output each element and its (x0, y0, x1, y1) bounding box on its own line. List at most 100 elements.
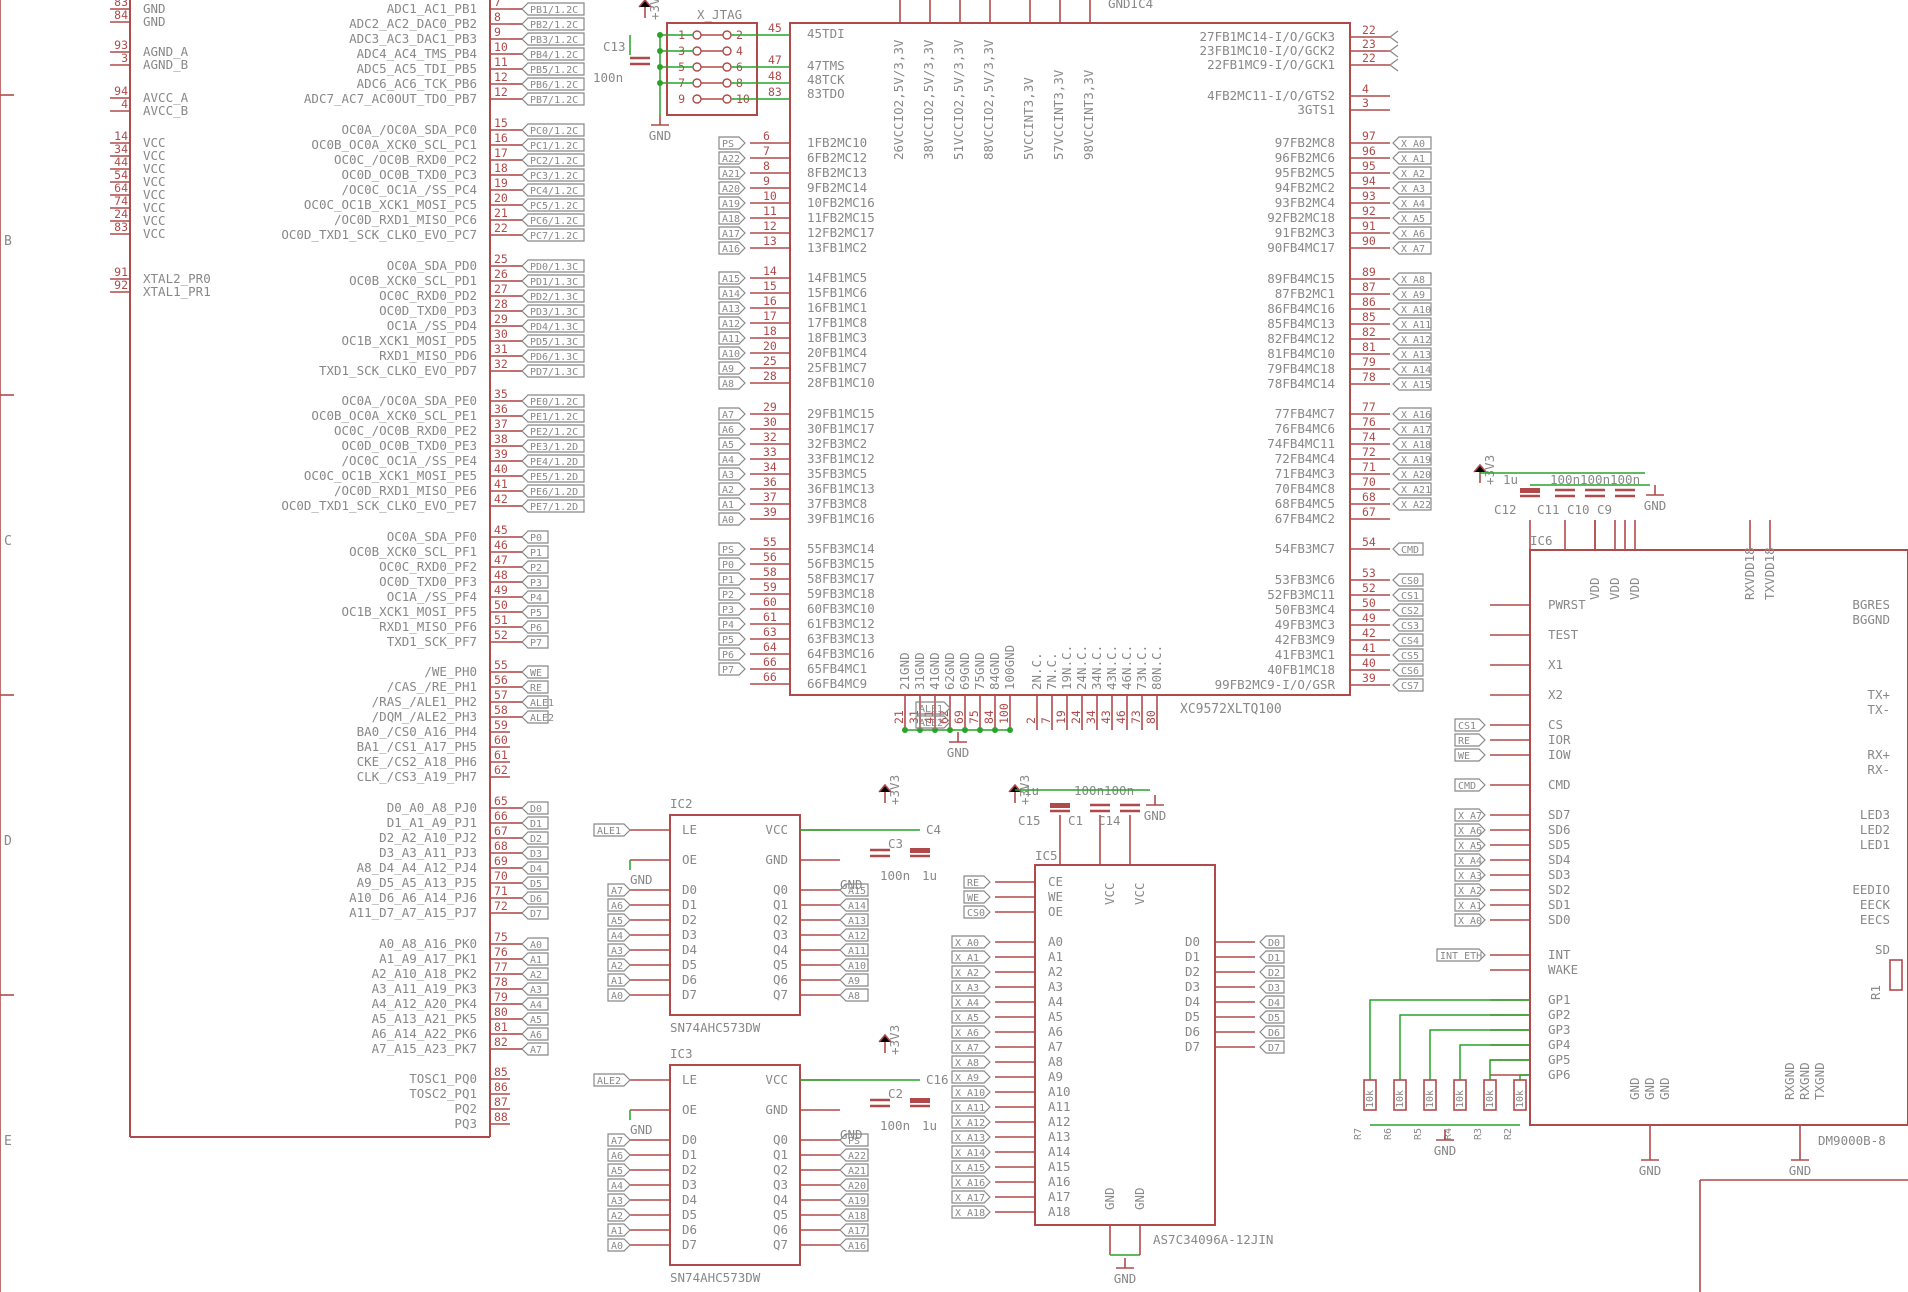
cpld-right-pin-num: 77 (1362, 400, 1376, 414)
sram-addr-net-text: X_A1 (955, 953, 979, 964)
mcu-net-PJ (521, 876, 549, 890)
latch-q-net (839, 943, 869, 957)
mcu-net-PH-text: ALE2 (530, 713, 554, 724)
sram-addr-net (951, 965, 991, 979)
mcu-pin-num: 59 (494, 718, 508, 732)
latch-d-net-text: A1 (611, 1226, 623, 1237)
cpld-left-pin-name: 25FB1MC7 (807, 360, 867, 375)
latch-q-net-text: PS (848, 1136, 860, 1147)
cpld-left-pin-num: 13 (763, 234, 777, 248)
eth-left-net-text: X_A5 (1458, 841, 1482, 852)
mcu-pin-name: ADC7_AC7_AC0OUT_TDO_PB7 (304, 91, 477, 106)
latch-q-net-text: A15 (848, 886, 866, 897)
eth-left-pin-name: GP3 (1548, 1022, 1571, 1037)
mcu-net-PE-text: PE5/1.2D (530, 472, 578, 483)
cpld-left-pin-name: 58FB3MC17 (807, 571, 875, 586)
eth-left-net-text: X_A6 (1458, 826, 1482, 837)
eth-bottom-pin: TXGND (1812, 1062, 1827, 1100)
cpld-left-net-text: P0 (722, 560, 734, 571)
latch-d-net (607, 1148, 631, 1162)
junction-dot (657, 80, 663, 86)
cpld-left-net (718, 422, 746, 436)
row-marker-3: E (4, 1134, 12, 1149)
row-marker-0: B (4, 234, 12, 249)
eth-right-pin-name: BGGND (1852, 612, 1890, 627)
cpld-right-pin-num: 91 (1362, 219, 1376, 233)
mcu-pin-name: /OC0D_RXD1_MISO_PE6 (334, 483, 477, 498)
cpld-left-net-text: P5 (722, 635, 734, 646)
cpld-left-pin-num: 7 (763, 144, 770, 158)
mcu-pwr-pin-num: 83 (114, 220, 128, 234)
mcu-pin-num: 40 (494, 462, 508, 476)
mcu-pin-num: 35 (494, 387, 508, 401)
cpld-right-pin-num: 95 (1362, 159, 1376, 173)
cpld-left-pin-num: 37 (763, 490, 777, 504)
jtag-pin-even (722, 94, 732, 104)
cpld-left-net (718, 497, 746, 511)
cpld-right-pin-name: 79FB4MC18 (1267, 361, 1335, 376)
eth-left-net-text: X_A7 (1458, 811, 1482, 822)
mcu-net-PK (521, 1042, 549, 1056)
sram-addr-name: A13 (1048, 1129, 1071, 1144)
latch-d-net-text: A5 (611, 916, 623, 927)
cpld-right-pin-num: 54 (1362, 535, 1376, 549)
mcu-pwr-pin-num: 34 (114, 142, 128, 156)
cpld-left-pin-name: 56FB3MC15 (807, 556, 875, 571)
cpld-left-pin-name: 64FB3MC16 (807, 646, 875, 661)
latch-left-pin-name: LE (682, 822, 697, 837)
eth-res-name: R4 (1443, 1128, 1454, 1140)
mcu-pin-num: 29 (494, 312, 508, 326)
cpld-left-net-text: PS (722, 139, 734, 150)
sram-addr-name: A2 (1048, 964, 1063, 979)
mcu-pin-name: OC0C_OC1B_XCK1_MOSI_PC5 (304, 197, 477, 212)
dec-mid-gnd-text: GND (1144, 808, 1167, 823)
cpld-right-pin-num: 96 (1362, 144, 1376, 158)
sram-ctrl-net-text: WE (967, 893, 979, 904)
cpld-right-pin-num: 82 (1362, 325, 1376, 339)
eth-left-pin-name: GP4 (1548, 1037, 1571, 1052)
sram-addr-net (951, 1145, 991, 1159)
sram-addr-net (951, 995, 991, 1009)
mcu-net-PF (521, 530, 549, 544)
cpld-left-net (718, 151, 746, 165)
sram-addr-net (951, 935, 991, 949)
mcu-pin-num: 17 (494, 146, 508, 160)
cpld-right-pin-num: 97 (1362, 129, 1376, 143)
mcu-pin-num: 25 (494, 252, 508, 266)
sram-addr-net (951, 1160, 991, 1174)
cpld-left-pin-num: 59 (763, 580, 777, 594)
latch-q-net (839, 1208, 869, 1222)
mcu-net-PE-text: PE7/1.2D (530, 502, 578, 513)
mcu-pin-num: 76 (494, 945, 508, 959)
latch-right-pin-name: Q0 (773, 1132, 788, 1147)
cpld-ale1-text: ALE1 (919, 704, 943, 715)
cpld-right-pin-num: 79 (1362, 355, 1376, 369)
mcu-pin-name: OC0D_TXD1_SCK_CLKO_EVO_PE7 (281, 498, 477, 513)
dec-top-cap-name: C9 (1597, 502, 1612, 517)
sram-addr-net (951, 1040, 991, 1054)
cpld-gnd-pin-name: 31GND (912, 652, 927, 690)
mcu-pin-name: A0_A8_A16_PK0 (379, 936, 477, 951)
cpld-right-pin-num: 90 (1362, 234, 1376, 248)
mcu-pin-num: 66 (494, 809, 508, 823)
cpld-right-net-text: X_A10 (1401, 305, 1431, 316)
cpld-gnd-pin-num: 84 (982, 710, 996, 724)
cpld-top-right-label: GNDIC4 (1108, 0, 1153, 11)
mcu-net-PK (521, 982, 549, 996)
cpld-right-net-text: X_A14 (1401, 365, 1431, 376)
latch-cap-b-polar (910, 848, 930, 853)
mcu-pin-name: PQ3 (454, 1116, 477, 1131)
mcu-pin-num: 31 (494, 342, 508, 356)
mcu-pin-num: 70 (494, 869, 508, 883)
cpld-right-net-text: CS3 (1401, 621, 1419, 632)
sram-addr-name: A18 (1048, 1204, 1071, 1219)
cpld-right-net (1392, 437, 1432, 451)
cpld-right-pin-name: 78FB4MC14 (1267, 376, 1335, 391)
eth-left-net (1454, 733, 1486, 747)
mcu-net-PE-text: PE1/1.2C (530, 412, 578, 423)
cpld-left-net (718, 482, 746, 496)
eth-right-pin-name: RX+ (1867, 747, 1890, 762)
jtag-supply-text: +3V3 (647, 0, 662, 20)
cpld-left-net-text: A18 (722, 214, 740, 225)
mcu-pin-name: A11_D7_A7_A15_PJ7 (349, 905, 477, 920)
